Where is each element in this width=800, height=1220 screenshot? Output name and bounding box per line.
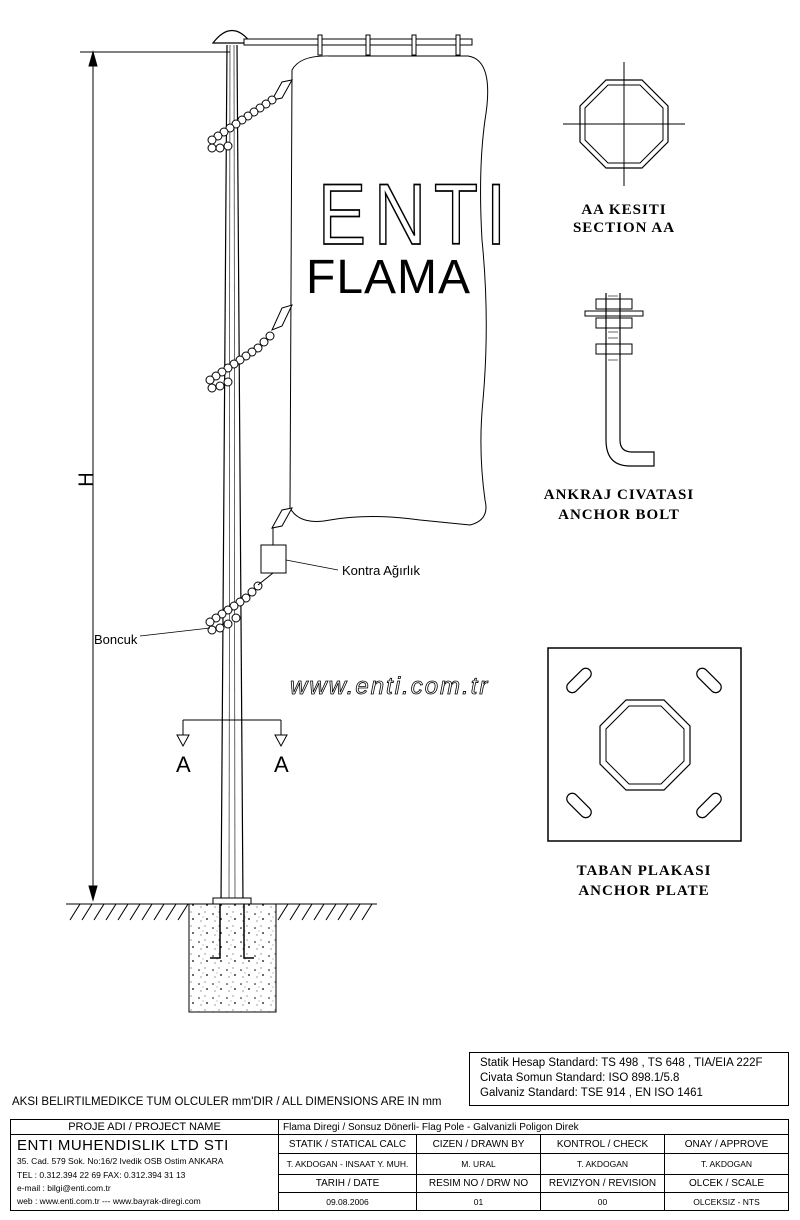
company-email: e-mail : bilgi@enti.com.tr (17, 1183, 111, 1193)
date-label: TARIH / DATE (279, 1175, 417, 1193)
kontra-agirlik-label: Kontra Ağırlık (342, 563, 421, 578)
revision-label: REVIZYON / REVISION (541, 1175, 665, 1193)
anchor-plate-drawing (547, 647, 742, 842)
website-watermark: www.enti.com.tr (290, 673, 490, 701)
bead-chains (205, 95, 277, 635)
revision-value: 00 (541, 1193, 665, 1210)
approve-label: ONAY / APPROVE (665, 1135, 788, 1154)
section-mark-right: A (274, 752, 289, 777)
boncuk-label: Boncuk (94, 632, 138, 647)
static-calc-value: T. AKDOGAN - INSAAT Y. MUH. (279, 1154, 417, 1175)
counterweight (260, 544, 287, 574)
drawn-by-value: M. URAL (417, 1154, 541, 1175)
section-mark-left: A (176, 752, 191, 777)
company-web: web : www.enti.com.tr --- www.bayrak-dir… (17, 1196, 201, 1206)
drw-no-label: RESIM NO / DRW NO (417, 1175, 541, 1193)
flag-arm (243, 34, 473, 56)
project-name-label: PROJE ADI / PROJECT NAME (11, 1120, 279, 1135)
drw-no-value: 01 (417, 1193, 541, 1210)
enti-logo: ENTI (317, 166, 515, 264)
company-block: ENTI MUHENDISLIK LTD STI 35. Cad. 579 So… (11, 1135, 279, 1210)
title-block: PROJE ADI / PROJECT NAME Flama Diregi / … (10, 1119, 789, 1211)
pole-base-plate (212, 897, 252, 905)
section-aa-caption-tr: AA KESITI (581, 202, 667, 218)
company-name: ENTI MUHENDISLIK LTD STI (17, 1137, 229, 1154)
flag-clips (271, 79, 293, 529)
check-label: KONTROL / CHECK (541, 1135, 665, 1154)
static-calc-label: STATIK / STATICAL CALC (279, 1135, 417, 1154)
company-phone: TEL : 0.312.394 22 69 FAX: 0.312.394 31 … (17, 1170, 186, 1180)
scale-label: OLCEK / SCALE (665, 1175, 788, 1193)
standard-static: Statik Hesap Standard: TS 498 , TS 648 ,… (480, 1057, 763, 1069)
anchor-plate-caption-en: ANCHOR PLATE (578, 883, 710, 899)
scale-value: OLCEKSIZ - NTS (693, 1196, 760, 1207)
concrete-foundation (188, 903, 277, 1013)
project-name-value: Flama Diregi / Sonsuz Dönerli- Flag Pole… (279, 1120, 788, 1135)
company-address: 35. Cad. 579 Sok. No:16/2 Ivedik OSB Ost… (17, 1156, 224, 1166)
kontra-leader (285, 559, 339, 571)
anchor-plate-caption-tr: TABAN PLAKASI (576, 863, 712, 879)
height-dimension (80, 50, 230, 902)
foundation-anchor-bolts (210, 900, 254, 959)
anchor-bolt-drawing (584, 293, 655, 467)
flag-pole (220, 44, 244, 905)
flag-banner (289, 55, 489, 526)
standards-box: Statik Hesap Standard: TS 498 , TS 648 ,… (469, 1052, 789, 1106)
date-value: 09.08.2006 (279, 1193, 417, 1210)
anchor-bolt-caption-en: ANCHOR BOLT (558, 507, 680, 523)
section-aa-drawing (563, 62, 685, 186)
section-cut-line (176, 719, 288, 748)
boncuk-leader (139, 627, 211, 637)
section-aa-caption-en: SECTION AA (572, 220, 676, 236)
standard-galvanize: Galvaniz Standard: TSE 914 , EN ISO 1461 (480, 1087, 703, 1099)
flama-title: FLAMA (306, 251, 472, 304)
drawn-by-label: CIZEN / DRAWN BY (417, 1135, 541, 1154)
anchor-bolt-caption-tr: ANKRAJ CIVATASI (543, 487, 695, 503)
check-value: T. AKDOGAN (541, 1154, 665, 1175)
dimensions-note: AKSI BELIRTILMEDIKCE TUM OLCULER mm'DIR … (12, 1096, 442, 1108)
approve-value: T. AKDOGAN (665, 1154, 788, 1175)
height-label: H (75, 472, 98, 487)
standard-bolt: Civata Somun Standard: ISO 898.1/5.8 (480, 1072, 680, 1084)
